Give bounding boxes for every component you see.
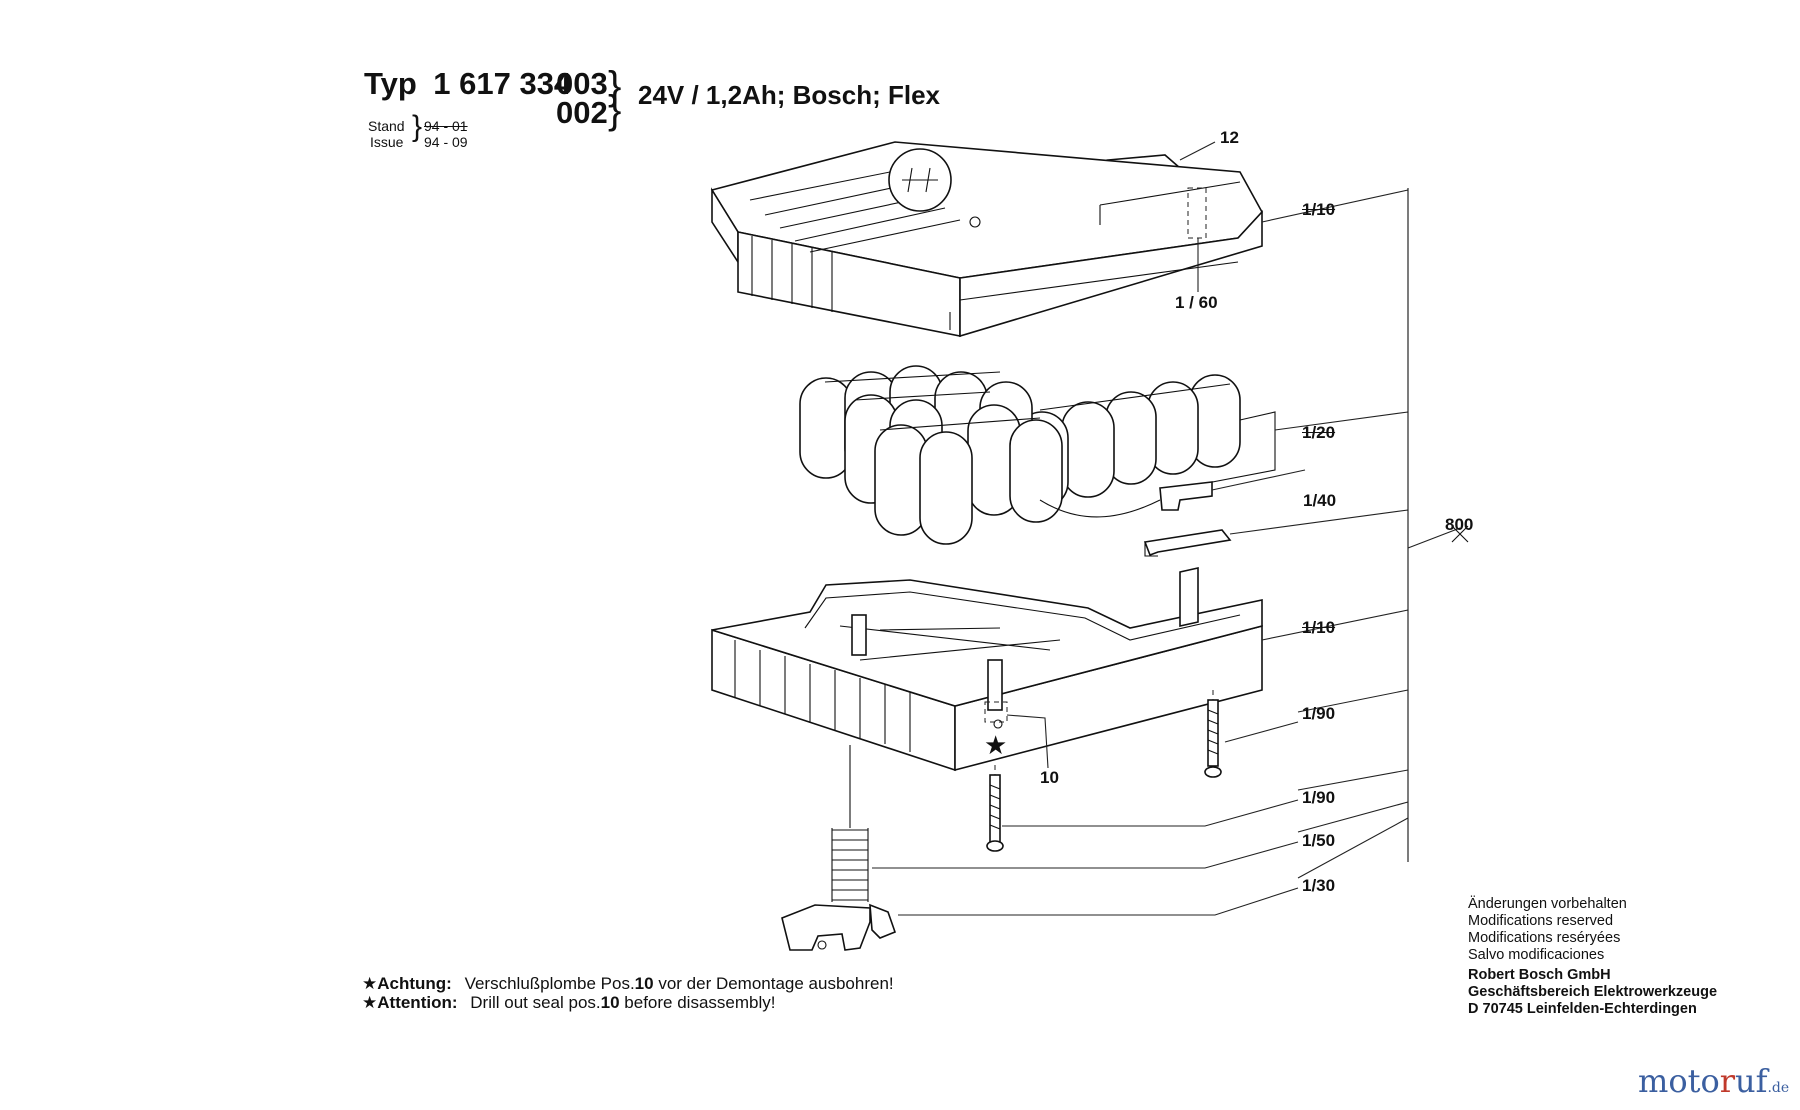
callout-10: 10 [1040,768,1059,787]
warning-note-en: ★Attention: Drill out seal pos.10 before… [362,993,775,1013]
callout-1-40: 1/40 [1303,491,1337,510]
warning-text-en-b: before disassembly! [619,993,776,1012]
callout-1-90-a: 1/90 [1302,704,1336,723]
contact-tab-part [1159,481,1213,511]
disclaimer-block: Änderungen vorbehalten Modifications res… [1468,896,1717,1018]
logo-part-1: moto [1638,1062,1720,1100]
warning-label-de: Achtung: [377,974,452,993]
release-latch-part [781,903,897,951]
warning-pos-en: 10 [600,993,620,1012]
disclaimer-line-fr: Modifications reséryées [1468,930,1621,946]
variant-number-1: 003 [556,66,608,101]
warning-text-de-a: Verschlußplombe Pos. [464,974,635,993]
stand-label: Stand [368,118,405,134]
logo-tld: .de [1767,1080,1790,1096]
motoruf-watermark-logo: motoruf.de [1638,1062,1789,1100]
stand-value: 94 - 01 [424,118,468,134]
battery-cell-pack-part [799,365,1276,545]
variant-brace-2: } [608,88,622,132]
callout-1-10-top: 1/10 [1302,200,1336,219]
logo-part-2: r [1719,1062,1736,1100]
warning-text-de-b: vor der Demontage ausbohren! [653,974,894,993]
compression-spring-part [831,745,869,902]
callout-1-90-b: 1/90 [1302,788,1336,807]
disclaimer-line-de: Änderungen vorbehalten [1468,896,1627,912]
company-address: D 70745 Leinfelden-Echterdingen [1468,1001,1697,1017]
issue-value: 94 - 09 [424,134,468,150]
battery-bottom-housing-part [711,567,1263,772]
battery-spec: 24V / 1,2Ah; Bosch; Flex [638,80,940,110]
warning-text-en-a: Drill out seal pos. [470,993,601,1012]
typ-label: Typ [364,66,417,101]
callout-1-30: 1/30 [1302,876,1336,895]
warning-star-en: ★ [362,993,378,1012]
company-name: Robert Bosch GmbH [1468,967,1611,983]
company-division: Geschäftsbereich Elektrowerkzeuge [1468,984,1718,1000]
seal-star-marker: ★ [984,730,1008,760]
screw-right-part [1204,690,1222,778]
callout-12: 12 [1220,128,1239,147]
disclaimer-line-es: Salvo modificaciones [1468,947,1605,963]
warning-note-de: ★Achtung: Verschlußplombe Pos.10 vor der… [362,974,894,994]
variant-brace: } [608,64,622,108]
disclaimer-line-en: Modifications reserved [1468,913,1614,929]
screw-left-part [986,765,1004,852]
spring-clip-part [1143,529,1232,557]
part-number-prefix: 1 617 334 [433,66,572,101]
callout-1-20: 1/20 [1302,423,1336,442]
diagram-title: Typ 1 617 334 [364,66,571,102]
issue-label: Issue [370,134,404,150]
callout-1-60: 1 / 60 [1175,293,1218,312]
warning-label-en: Attention: [377,993,458,1012]
callout-1-50: 1/50 [1302,831,1336,850]
assembly-bracket [1297,188,1469,879]
warning-pos-de: 10 [634,974,654,993]
stand-brace: } [412,110,423,143]
variant-number-2: 002 [556,95,608,130]
callout-800: 800 [1445,515,1474,534]
battery-top-housing-part [710,141,1263,338]
logo-part-3: uf [1735,1062,1768,1100]
callout-1-10-mid: 1/10 [1302,618,1336,637]
warning-star-de: ★ [362,974,378,993]
